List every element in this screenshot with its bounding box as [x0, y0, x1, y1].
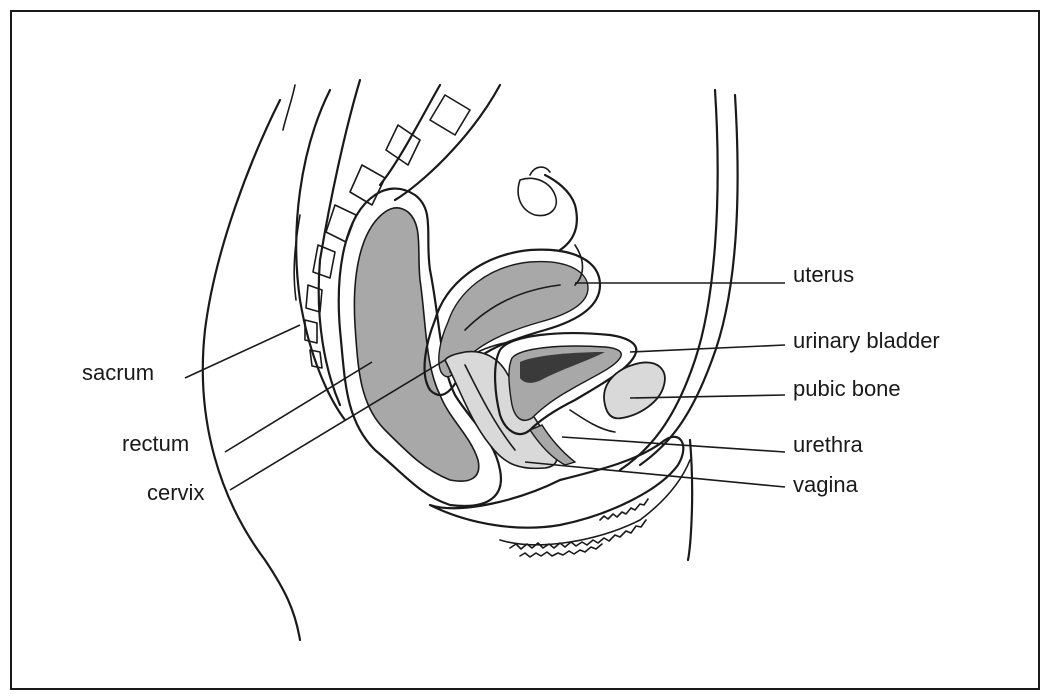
label-sacrum: sacrum	[82, 360, 154, 385]
label-urethra: urethra	[793, 432, 863, 457]
label-cervix: cervix	[147, 480, 204, 505]
ovary	[518, 178, 556, 215]
urinary-bladder-leader	[630, 345, 785, 352]
urethra-leader	[562, 437, 785, 452]
label-pubic-bone: pubic bone	[793, 376, 901, 401]
label-vagina: vagina	[793, 472, 859, 497]
label-urinary-bladder: urinary bladder	[793, 328, 940, 353]
label-rectum: rectum	[122, 431, 189, 456]
label-uterus: uterus	[793, 262, 854, 287]
vagina-leader	[525, 462, 785, 487]
